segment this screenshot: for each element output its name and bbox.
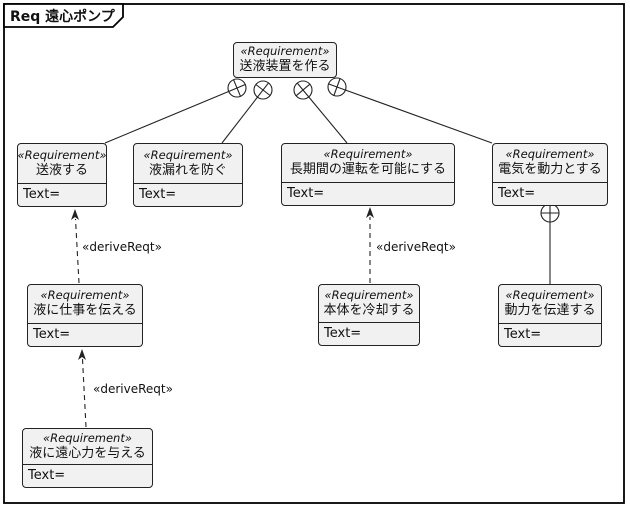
node-header: «Requirement» 送液装置を作る	[234, 43, 336, 77]
node-header: «Requirement» 液漏れを防ぐ	[134, 144, 242, 183]
derive-arrows	[74, 217, 371, 428]
stereotype-label: «Requirement»	[17, 147, 107, 162]
text-field: Text=	[319, 322, 419, 345]
derive-arrow-line	[74, 218, 80, 284]
containment-circles	[227, 77, 560, 223]
requirement-name: 液漏れを防ぐ	[148, 162, 227, 178]
derive-reqt-label: «deriveReqt»	[93, 382, 173, 396]
requirement-node-transmit-work: «Requirement» 液に仕事を伝える Text=	[27, 284, 143, 347]
arrowhead-icon	[366, 207, 374, 218]
node-header: «Requirement» 電気を動力とする	[493, 144, 607, 182]
requirement-name: 送液する	[35, 162, 88, 178]
text-field: Text=	[499, 323, 601, 346]
arrowhead-icon	[78, 349, 86, 360]
text-field: Text=	[134, 183, 242, 206]
stereotype-label: «Requirement»	[324, 287, 414, 302]
frame-title: Req 遠心ポンプ	[10, 9, 115, 25]
node-header: «Requirement» 動力を伝達する	[499, 285, 601, 323]
stereotype-label: «Requirement»	[43, 430, 132, 445]
containment-line	[104, 87, 238, 144]
frame-border	[3, 3, 625, 504]
containment-line	[221, 89, 264, 144]
text-field: Text=	[28, 323, 142, 346]
text-field: Text=	[493, 182, 607, 205]
containment-line	[302, 89, 348, 144]
stereotype-label: «Requirement»	[40, 288, 130, 303]
node-header: «Requirement» 液に仕事を伝える	[28, 285, 142, 323]
requirement-name: 送液装置を作る	[239, 59, 331, 75]
requirement-name: 動力を伝達する	[504, 303, 596, 319]
derive-arrowheads	[71, 207, 374, 360]
text-field: Text=	[18, 183, 106, 206]
requirement-name: 長期間の運転を可能にする	[289, 162, 447, 178]
node-header: «Requirement» 液に遠心力を与える	[23, 429, 152, 464]
requirement-name: 電気を動力とする	[498, 162, 602, 178]
arrowhead-icon	[71, 209, 79, 220]
stereotype-label: «Requirement»	[143, 147, 233, 162]
requirement-node-electric-power: «Requirement» 電気を動力とする Text=	[492, 143, 608, 206]
containment-lines	[104, 86, 551, 284]
node-header: «Requirement» 長期間の運転を可能にする	[282, 144, 454, 182]
requirement-node-make-device: «Requirement» 送液装置を作る	[233, 42, 337, 78]
requirement-name: 本体を冷却する	[323, 302, 415, 318]
derive-reqt-label: «deriveReqt»	[82, 240, 162, 254]
node-header: «Requirement» 本体を冷却する	[319, 285, 419, 322]
text-field: Text=	[23, 464, 152, 487]
requirement-node-centrifugal-force: «Requirement» 液に遠心力を与える Text=	[22, 428, 153, 488]
stereotype-label: «Requirement»	[505, 147, 595, 162]
derive-arrow-line	[81, 358, 87, 428]
requirement-node-cool-body: «Requirement» 本体を冷却する Text=	[318, 284, 420, 346]
node-header: «Requirement» 送液する	[17, 144, 107, 183]
derive-reqt-label: «deriveReqt»	[376, 240, 456, 254]
requirement-name: 液に仕事を伝える	[33, 303, 137, 319]
stereotype-label: «Requirement»	[240, 44, 330, 59]
requirement-node-long-operation: «Requirement» 長期間の運転を可能にする Text=	[281, 143, 455, 206]
containment-line	[336, 86, 493, 144]
requirement-node-transmit-power: «Requirement» 動力を伝達する Text=	[498, 284, 602, 347]
requirement-node-send-liquid: «Requirement» 送液する Text=	[17, 143, 107, 207]
requirement-node-prevent-leak: «Requirement» 液漏れを防ぐ Text=	[133, 143, 243, 207]
requirement-name: 液に遠心力を与える	[29, 445, 146, 461]
text-field: Text=	[282, 182, 454, 205]
frame-title-tab	[3, 3, 124, 28]
stereotype-label: «Requirement»	[323, 147, 413, 162]
stereotype-label: «Requirement»	[505, 288, 595, 303]
